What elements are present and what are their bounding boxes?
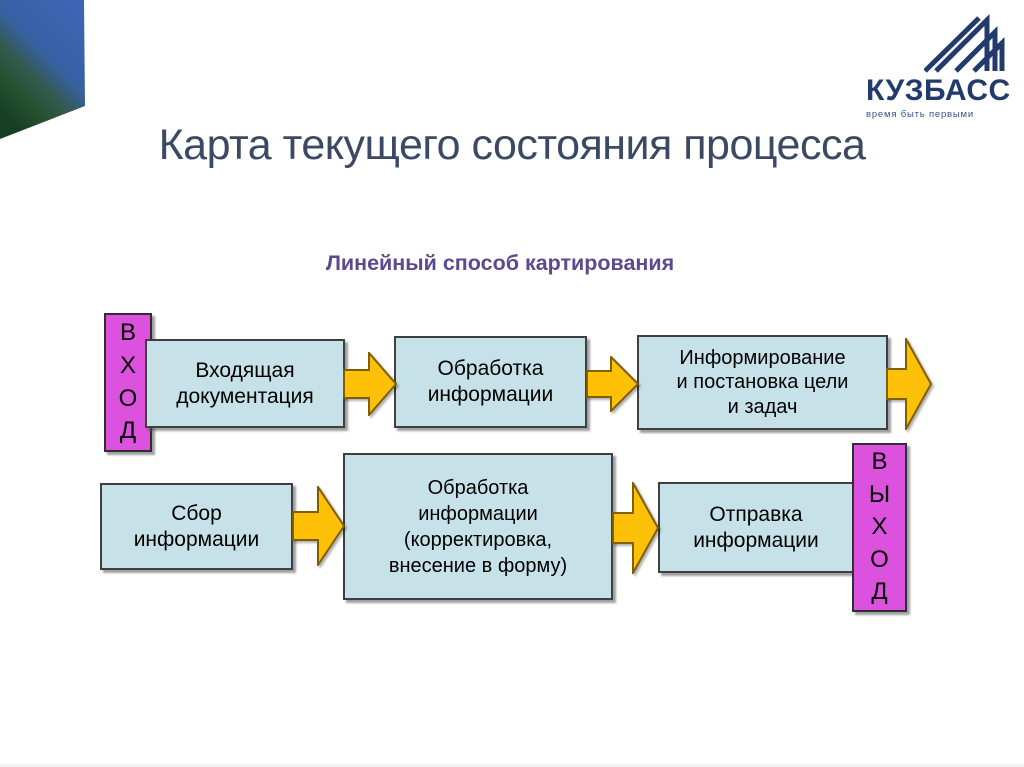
entry-io-box: В Х О Д [104,313,152,452]
step-processing-correction: Обработка информации (корректировка, вне… [343,453,613,600]
slide-bottom-edge [0,764,1024,767]
kuzbass-logo: КУЗБАСС время быть первыми [866,12,1014,120]
step-sending-information: Отправка информации [658,482,854,573]
corner-decoration [0,0,85,139]
exit-io-box: В Ы Х О Д [852,443,907,612]
logo-tagline: время быть первыми [866,109,974,120]
flow-arrow-icon [612,482,659,574]
flow-arrow-icon [886,338,932,430]
logo-wordmark: КУЗБАСС [866,74,1011,107]
flow-arrow-icon [343,352,397,416]
diagram-subtitle: Линейный способ картирования [325,251,675,275]
flow-arrow-icon [586,356,639,412]
step-informing-goal-setting: Информирование и постановка цели и задач [637,335,888,430]
step-information-gathering: Сбор информации [100,483,293,570]
step-incoming-documentation: Входящая документация [145,339,345,428]
page-title: Карта текущего состояния процесса [158,121,866,169]
kuzbass-mountains-icon [924,13,1005,73]
step-information-processing: Обработка информации [394,336,587,428]
flow-arrow-icon [292,486,345,566]
